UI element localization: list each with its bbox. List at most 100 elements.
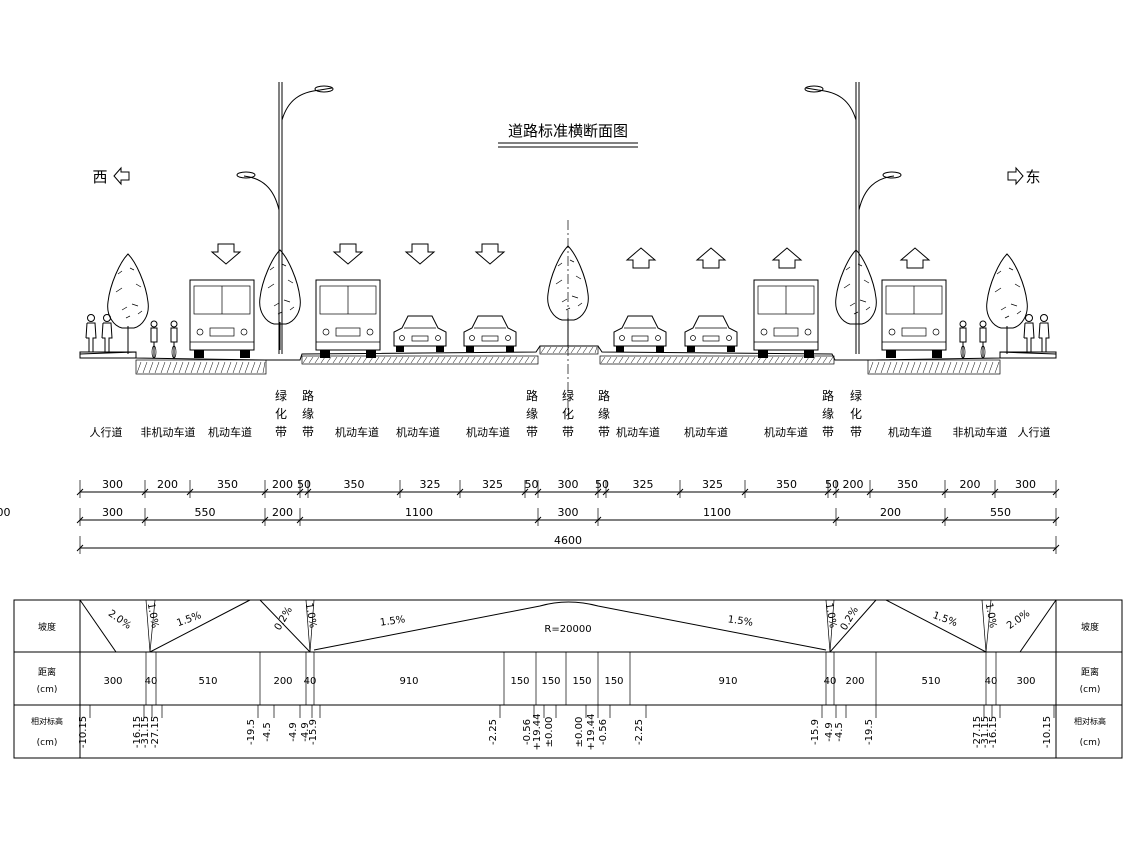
lane-labels: 人行道非机动车道机动车道绿化带路缘带机动车道机动车道机动车道路缘带绿化带路缘带机… [90, 388, 1051, 439]
elevation-value: -4.5 [262, 722, 273, 742]
slope-value: 1.0% [823, 602, 838, 629]
lane-label: 人行道 [1018, 425, 1051, 439]
distance-value: 40 [304, 676, 317, 687]
elevation-value: +19.44 [532, 713, 543, 750]
arrow-left-icon [113, 166, 130, 186]
bus-icon [315, 279, 381, 359]
lane-label-vertical: 路缘带 [598, 388, 610, 439]
dimension-label: 550 [195, 506, 216, 519]
arrow-up-icon [626, 247, 656, 269]
pedestrian-icon [1038, 314, 1050, 353]
elevation-value: -31.15 [980, 716, 991, 748]
arrow-up-icon [696, 247, 726, 269]
row-label-elevation-unit: (cm) [37, 738, 58, 748]
tree-icon [259, 249, 301, 351]
dimension-label: 350 [344, 478, 365, 491]
lane-label-vertical: 绿化带 [562, 388, 574, 439]
elevation-value: -10.15 [78, 716, 89, 748]
street-lamp-icon [804, 82, 902, 354]
distance-value: 200 [273, 676, 292, 687]
dimension-label: 200 [157, 478, 178, 491]
road-surface [79, 345, 1057, 375]
elevation-value: -19.5 [246, 719, 257, 745]
elevation-value: -15.9 [308, 719, 319, 745]
tree-icon [107, 253, 149, 355]
slope-value: 2.0% [106, 608, 133, 632]
dimension-label: 350 [217, 478, 238, 491]
slope-value: 1.5% [931, 610, 959, 629]
dimension-label: 300 [0, 506, 11, 519]
street-lamp-icon [236, 82, 334, 354]
direction-east: 东 [1025, 168, 1040, 186]
slope-value: 1.5% [727, 614, 754, 628]
dimension-label: 200 [960, 478, 981, 491]
arrow-down-icon [333, 243, 363, 265]
lane-label-vertical: 绿化带 [275, 388, 287, 439]
lane-label: 非机动车道 [953, 425, 1008, 439]
slope-value: 1.0% [303, 602, 318, 629]
row-label-slope-right: 坡度 [1081, 621, 1099, 633]
cyclist-icon [959, 320, 967, 359]
distance-value: 150 [604, 676, 623, 687]
tree-icon [986, 253, 1028, 355]
dimension-label: 325 [420, 478, 441, 491]
elevation-value: ±0.00 [574, 717, 585, 748]
distance-value: 40 [985, 676, 998, 687]
arrow-right-icon [1007, 166, 1024, 186]
slope-value: 1.0% [145, 602, 160, 629]
elevation-value: -4.5 [834, 722, 845, 742]
distance-value: 910 [718, 676, 737, 687]
elevation-value: -27.15 [972, 716, 983, 748]
dimension-label: 1100 [405, 506, 433, 519]
slope-value: 1.5% [379, 614, 406, 628]
lane-label-vertical: 路缘带 [822, 388, 834, 439]
slope-value: 1.0% [983, 602, 998, 629]
arrow-down-icon [405, 243, 435, 265]
page-title: 道路标准横断面图 [508, 122, 628, 140]
lane-label: 机动车道 [616, 425, 660, 439]
elevation-value: -27.15 [150, 716, 161, 748]
arrow-down-icon [211, 243, 241, 265]
pedestrian-icon [85, 314, 97, 353]
row-label-slope: 坡度 [38, 621, 56, 633]
row-label-elevation-right: 相对标高 [1074, 716, 1106, 726]
elevation-value: -0.56 [598, 719, 609, 745]
dimension-label: 325 [702, 478, 723, 491]
lane-label: 机动车道 [466, 425, 510, 439]
cyclist-icon [979, 320, 987, 359]
direction-west: 西 [92, 168, 107, 186]
elevation-value: -31.15 [140, 716, 151, 748]
dimension-label: 50 [525, 478, 539, 491]
distance-value: 200 [845, 676, 864, 687]
distance-value: 150 [510, 676, 529, 687]
row-label-distance-unit-right: (cm) [1080, 685, 1101, 695]
lane-label: 机动车道 [888, 425, 932, 439]
pedestrian-icon [101, 314, 113, 353]
row-label-elevation: 相对标高 [31, 716, 63, 726]
distance-value: 40 [145, 676, 158, 687]
lane-label-vertical: 绿化带 [850, 388, 862, 439]
dimension-label: 300 [558, 478, 579, 491]
car-icon [393, 315, 447, 353]
car-icon [684, 315, 738, 353]
dimension-label: 550 [990, 506, 1011, 519]
elevation-value: -16.15 [132, 716, 143, 748]
dimension-label: 50 [297, 478, 311, 491]
elevation-value: ±0.00 [544, 717, 555, 748]
elevation-value: -0.56 [522, 719, 533, 745]
lane-label: 机动车道 [396, 425, 440, 439]
elevation-value: -2.25 [488, 719, 499, 745]
dimension-label: 325 [633, 478, 654, 491]
bus-icon [881, 279, 947, 359]
bus-icon [189, 279, 255, 359]
distance-value: 40 [824, 676, 837, 687]
pedestrian-icon [1023, 314, 1035, 353]
profile-table: 坡度 距离 (cm) 相对标高 (cm) 坡度 距离 (cm) 相对标高 (cm… [13, 599, 1123, 759]
dimension-total: 4600 [554, 534, 582, 547]
lane-label: 人行道 [90, 425, 123, 439]
dimension-label: 200 [272, 478, 293, 491]
elevation-value: -4.9 [824, 722, 835, 742]
dimension-label: 300 [558, 506, 579, 519]
